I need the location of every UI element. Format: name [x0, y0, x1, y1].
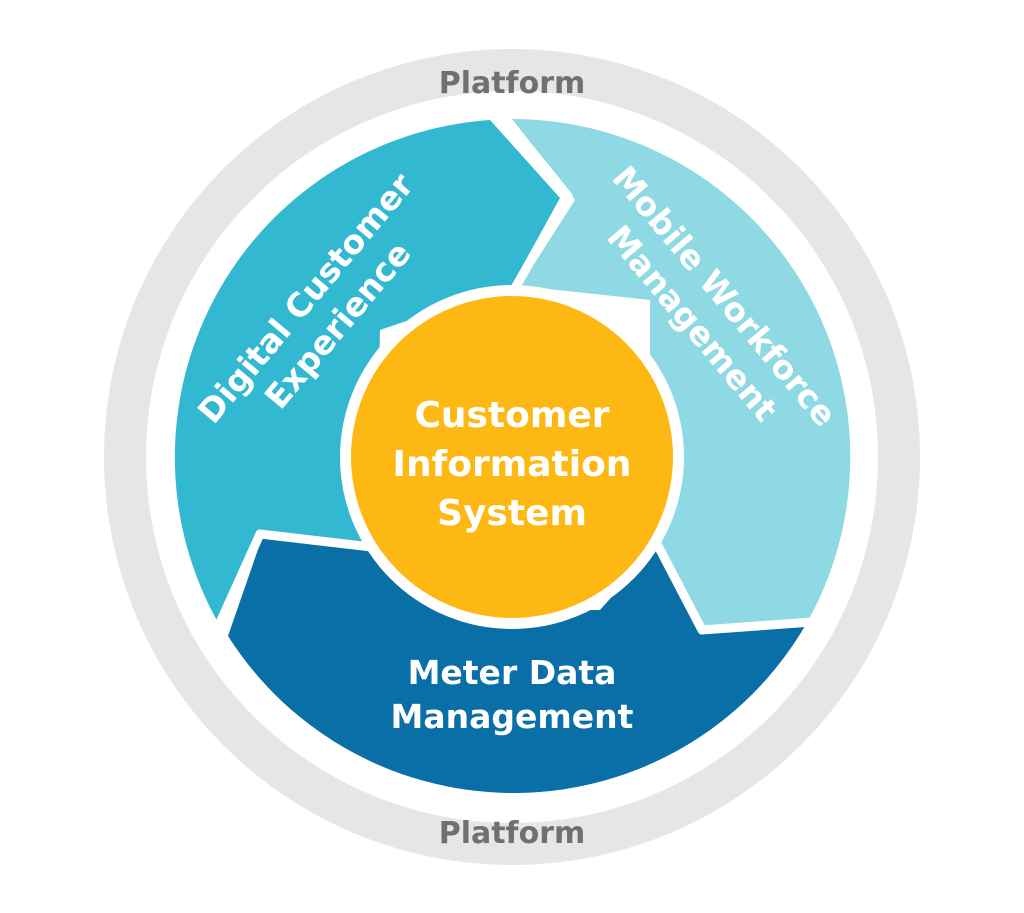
separator-digital-mobile: [496, 109, 573, 291]
center-circle: [351, 296, 673, 618]
separator-digital-meter: [209, 529, 381, 638]
center-label-line3: System: [437, 493, 587, 534]
segment-meter-data: [228, 538, 805, 793]
platform-label-bottom: Platform: [439, 816, 586, 851]
center-label-line2: Information: [393, 444, 632, 485]
center-label-line1: Customer: [414, 395, 609, 436]
meter-label-line1: Meter Data: [408, 653, 617, 692]
separator-mobile-meter: [651, 537, 813, 635]
meter-label-line2: Management: [391, 697, 634, 736]
platform-label-top: Platform: [439, 66, 586, 101]
segment-mobile-workforce: [512, 118, 851, 628]
